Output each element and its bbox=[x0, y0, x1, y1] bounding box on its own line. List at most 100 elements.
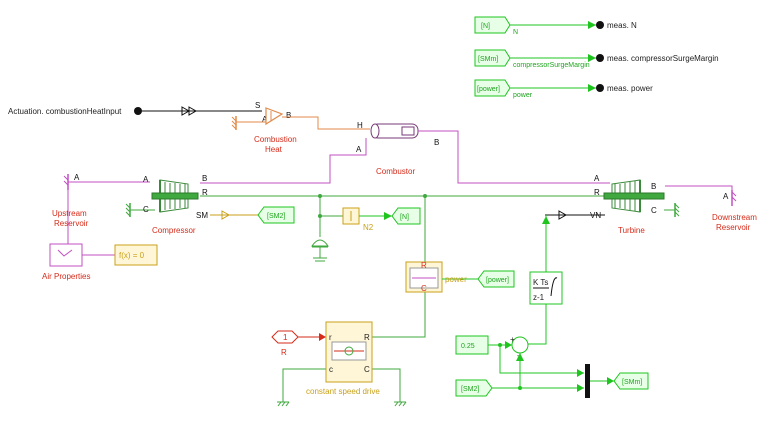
r-arrow bbox=[319, 333, 326, 341]
power-sensor-port-c: C bbox=[421, 284, 427, 293]
r-inport[interactable]: 1 R bbox=[271, 330, 299, 357]
from-tag-smm-label: [SMm] bbox=[478, 56, 498, 63]
compressor-ground bbox=[125, 203, 131, 217]
heat-name-line1: Combustion bbox=[254, 135, 297, 144]
downstream-port-a: A bbox=[723, 192, 729, 201]
from-sm2-body bbox=[455, 379, 493, 397]
gas-turb-to-downstream bbox=[665, 185, 733, 198]
drive-port-r-left: r bbox=[329, 333, 332, 342]
drive-name: constant speed drive bbox=[306, 387, 380, 396]
heat-port-b: B bbox=[286, 111, 291, 120]
from-tag-smm bbox=[474, 49, 511, 67]
turbine-ground bbox=[674, 203, 680, 217]
heat-to-combustor-wire bbox=[282, 116, 370, 130]
meas-power-out-label: meas. power bbox=[607, 84, 653, 93]
sum-feedback-junction bbox=[518, 386, 522, 390]
solver-block[interactable]: f(x) = 0 bbox=[114, 244, 158, 266]
solver-label: f(x) = 0 bbox=[119, 251, 145, 260]
air-properties-name: Air Properties bbox=[42, 272, 90, 281]
actuation-inport[interactable]: Actuation. combustionHeatInput bbox=[8, 106, 246, 116]
drive-ground-right bbox=[394, 401, 407, 407]
from-tag-n-label: [N] bbox=[481, 23, 490, 30]
actuation-arrow-1 bbox=[181, 106, 191, 116]
combustor-port-b: B bbox=[434, 138, 439, 147]
goto-power-label: [power] bbox=[486, 277, 509, 284]
downstream-reservoir[interactable]: A Downstream Reservoir bbox=[712, 190, 757, 232]
meas-power-signal-label: power bbox=[513, 92, 533, 99]
goto-smm-body bbox=[613, 372, 649, 390]
discrete-integrator-block[interactable]: K Ts z-1 bbox=[529, 271, 563, 305]
power-sensor-block[interactable]: R C bbox=[405, 261, 443, 293]
discrete-den: z-1 bbox=[533, 293, 545, 302]
turbine-port-b: B bbox=[651, 182, 656, 191]
air-properties-block[interactable]: Air Properties bbox=[42, 243, 90, 281]
upstream-port-a: A bbox=[74, 173, 80, 182]
power-sensor-port-r: R bbox=[421, 261, 427, 270]
constant-value: 0.25 bbox=[461, 343, 475, 350]
goto-smm-label: [SMm] bbox=[622, 379, 642, 386]
compressor-port-b: B bbox=[202, 174, 207, 183]
shaft-drive-r bbox=[372, 300, 426, 338]
sum-fb-arrow bbox=[516, 353, 524, 361]
shaft-drive-c-left bbox=[282, 368, 326, 402]
const-arrow bbox=[505, 341, 512, 349]
power-signal-label: power bbox=[445, 275, 467, 284]
const-to-mux-wire bbox=[499, 345, 584, 374]
goto-power[interactable]: [power] bbox=[477, 270, 515, 288]
combustor-port-a: A bbox=[356, 145, 362, 154]
meas-n-out-label: meas. N bbox=[607, 21, 637, 30]
mux-block[interactable] bbox=[585, 364, 590, 398]
inertia-body bbox=[311, 239, 329, 247]
compressor-port-r: R bbox=[202, 188, 208, 197]
meas-sm-group[interactable]: [SMm] compressorSurgeMargin meas. compre… bbox=[474, 49, 719, 69]
compressor-port-sm: SM bbox=[196, 211, 208, 220]
turbine-port-r: R bbox=[594, 188, 600, 197]
combustion-heat-block[interactable]: S A B Combustion Heat bbox=[231, 101, 297, 154]
goto-sm2-body bbox=[257, 206, 295, 224]
drive-ground-left bbox=[277, 401, 290, 407]
actuation-inport-dot bbox=[134, 107, 142, 115]
gain-arrow bbox=[384, 212, 392, 220]
compressor-block[interactable]: A B R C SM Compressor bbox=[143, 174, 208, 235]
meas-n-group[interactable]: [N] N meas. N bbox=[474, 16, 637, 36]
goto-sm2[interactable]: [SM2] bbox=[257, 206, 295, 224]
goto-n[interactable]: [N] bbox=[391, 207, 421, 225]
meas-n-signal-label: N bbox=[513, 29, 518, 36]
goto-power-body bbox=[477, 270, 515, 288]
from-tag-n bbox=[474, 16, 511, 34]
upstream-name-line2: Reservoir bbox=[54, 219, 89, 228]
turbine-port-a: A bbox=[594, 174, 600, 183]
upstream-reservoir[interactable]: A Upstream Reservoir bbox=[52, 173, 89, 228]
inertia-block[interactable] bbox=[311, 239, 329, 262]
sum-plus: + bbox=[510, 335, 515, 344]
downstream-name-line1: Downstream bbox=[712, 213, 757, 222]
r-inport-num: 1 bbox=[283, 333, 288, 342]
vn-arrow bbox=[558, 210, 568, 220]
from-tag-power-label: [power] bbox=[477, 86, 500, 93]
gas-comp-to-combustor bbox=[200, 138, 367, 184]
drive-port-c: C bbox=[364, 365, 370, 374]
drive-port-c-left: c bbox=[329, 365, 333, 374]
goto-smm[interactable]: [SMm] bbox=[613, 372, 649, 390]
compressor-port-c: C bbox=[143, 205, 149, 214]
goto-n-label: [N] bbox=[400, 214, 409, 221]
meas-n-arrow bbox=[588, 21, 596, 29]
meas-n-outport bbox=[596, 21, 604, 29]
meas-sm-arrow bbox=[588, 54, 596, 62]
turbine-port-c: C bbox=[651, 206, 657, 215]
meas-sm-signal-label: compressorSurgeMargin bbox=[513, 62, 590, 69]
from-sm2[interactable]: [SM2] bbox=[455, 379, 493, 397]
meas-power-outport bbox=[596, 84, 604, 92]
constant-block[interactable]: 0.25 bbox=[455, 335, 489, 355]
const-mux-arrow bbox=[577, 369, 584, 377]
heat-name-line2: Heat bbox=[265, 145, 283, 154]
turbine-port-vn: VN bbox=[590, 211, 601, 220]
heat-port-s: S bbox=[255, 101, 260, 110]
from-tag-power bbox=[474, 79, 511, 97]
meas-power-group[interactable]: [power] power meas. power bbox=[474, 79, 653, 99]
heat-source-body bbox=[265, 107, 284, 126]
constant-speed-drive-block[interactable]: r c R C constant speed drive bbox=[306, 321, 380, 396]
turbine-block[interactable]: A B R C Turbine bbox=[594, 174, 665, 235]
gain-n-block[interactable]: N2 bbox=[342, 207, 374, 232]
